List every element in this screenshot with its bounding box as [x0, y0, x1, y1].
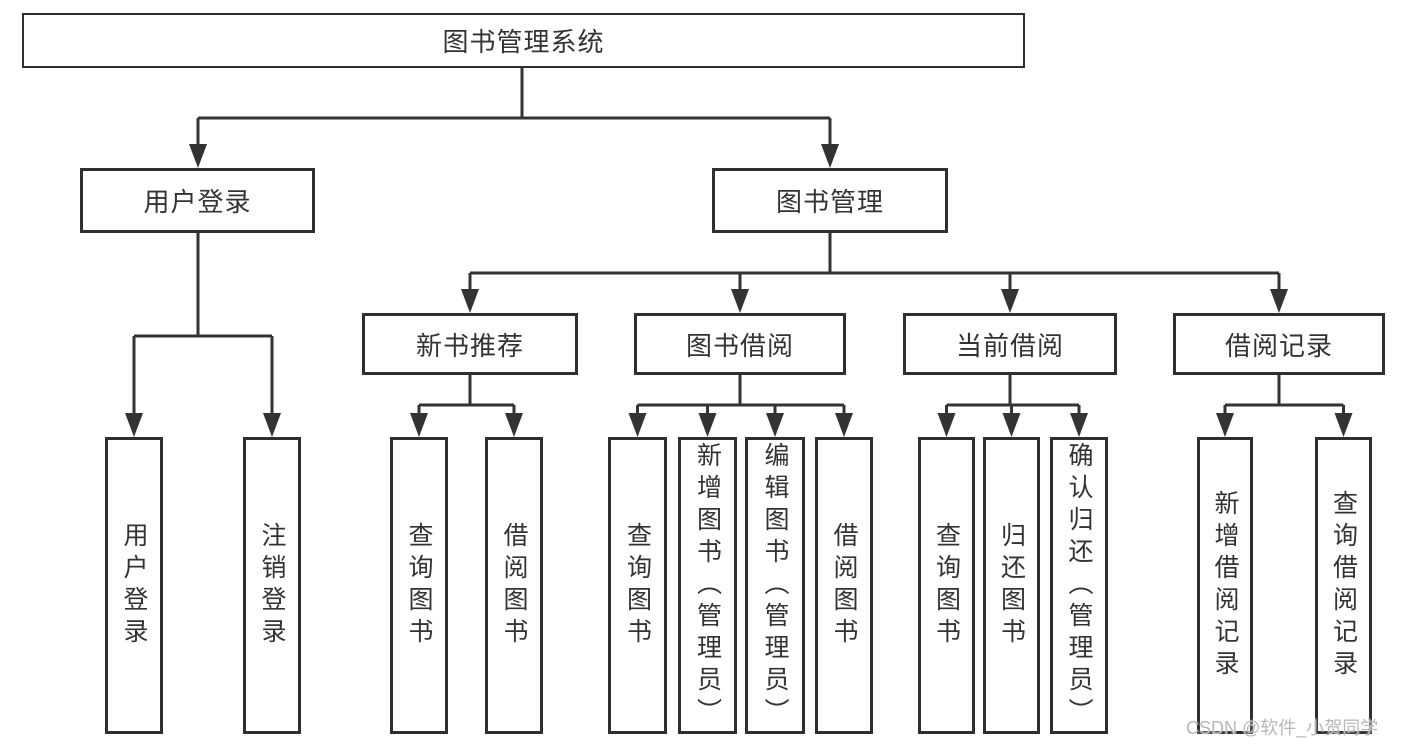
node-label: 查询借阅记录 — [1329, 489, 1358, 682]
leaf-add-books-admin: 新增图书（管理员） — [678, 437, 737, 734]
arrowhead — [1001, 289, 1019, 313]
node-label: 注销登录 — [258, 521, 286, 650]
node-borrowing-records: 借阅记录 — [1173, 313, 1385, 375]
node-label: 查询图书 — [623, 521, 652, 650]
arrowhead — [189, 144, 207, 168]
node-label: 归还图书 — [997, 521, 1026, 650]
arrowhead — [505, 413, 523, 437]
node-label: 查询图书 — [932, 521, 961, 650]
node-label: 新书推荐 — [415, 330, 524, 361]
arrowhead — [1216, 413, 1234, 437]
arrowhead — [1070, 413, 1088, 437]
leaf-edit-books-admin: 编辑图书（管理员） — [745, 437, 805, 734]
arrowhead — [821, 144, 839, 168]
leaf-query-books-recommend: 查询图书 — [390, 437, 448, 734]
node-current-borrowing: 当前借阅 — [903, 313, 1117, 375]
leaf-borrow-books-recommend: 借阅图书 — [485, 437, 543, 734]
node-new-book-recommend: 新书推荐 — [362, 313, 578, 375]
leaf-confirm-return-admin: 确认归还（管理员） — [1050, 437, 1108, 734]
node-label: 新增图书（管理员） — [693, 441, 722, 730]
arrowhead — [125, 413, 143, 437]
node-label: 借阅记录 — [1224, 330, 1333, 361]
arrowhead — [937, 413, 956, 437]
node-user-login: 用户登录 — [80, 168, 315, 233]
arrowhead — [461, 289, 479, 313]
leaf-query-borrowing-record: 查询借阅记录 — [1315, 437, 1372, 734]
leaf-user-login: 用户登录 — [105, 437, 163, 734]
node-label: 借阅图书 — [500, 521, 528, 650]
leaf-borrow-books-borrowing: 借阅图书 — [815, 437, 873, 734]
arrowhead — [628, 413, 647, 437]
csdn-watermark: CSDN @软件_小贺同学 — [1186, 718, 1379, 738]
leaf-query-books-borrowing: 查询图书 — [608, 437, 667, 734]
node-library-system: 图书管理系统 — [22, 13, 1025, 68]
node-book-borrowing: 图书借阅 — [634, 313, 846, 375]
node-label: 用户登录 — [120, 521, 148, 650]
node-label: 用户登录 — [143, 187, 252, 217]
leaf-return-books: 归还图书 — [983, 437, 1040, 734]
connector-path — [132, 68, 1345, 417]
arrowhead — [1334, 413, 1353, 437]
node-book-management: 图书管理 — [712, 168, 948, 233]
node-label: 确认归还（管理员） — [1065, 441, 1093, 730]
arrowhead — [835, 413, 853, 437]
arrowhead — [766, 413, 784, 437]
node-label: 图书借阅 — [685, 330, 794, 361]
node-label: 当前借阅 — [955, 330, 1064, 361]
node-label: 编辑图书（管理员） — [761, 441, 789, 730]
leaf-add-borrowing-record: 新增借阅记录 — [1197, 437, 1253, 734]
leaf-query-books-current: 查询图书 — [918, 437, 975, 734]
arrowhead — [1002, 413, 1021, 437]
node-label: 借阅图书 — [830, 521, 858, 650]
arrowhead — [1270, 289, 1288, 313]
arrowhead — [731, 289, 749, 313]
arrowhead — [263, 413, 281, 437]
node-label: 图书管理 — [775, 187, 884, 217]
node-label: 图书管理系统 — [442, 27, 605, 57]
arrowhead — [698, 413, 717, 437]
leaf-logout: 注销登录 — [243, 437, 301, 734]
node-label: 新增借阅记录 — [1211, 489, 1239, 682]
arrowhead — [410, 413, 428, 437]
node-label: 查询图书 — [405, 521, 433, 650]
